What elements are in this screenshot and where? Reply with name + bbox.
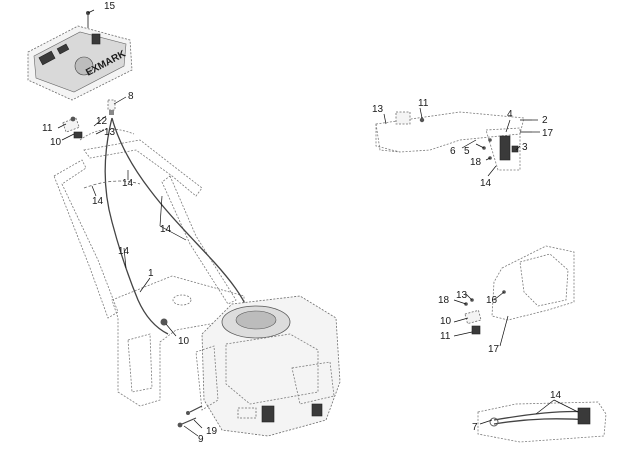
frame-side-plate xyxy=(127,333,153,393)
bracket-plate xyxy=(375,111,525,153)
control-console: EXMARK xyxy=(27,25,133,101)
callout-15: 15 xyxy=(104,1,116,12)
detail-cover-bracket xyxy=(464,245,575,335)
callout-17: 17 xyxy=(488,344,500,355)
detail-control-bracket xyxy=(375,111,532,171)
callout-18: 18 xyxy=(438,295,450,306)
switch-bracket xyxy=(464,309,482,325)
console-logo-emblem xyxy=(74,56,94,76)
bracket-bolt xyxy=(419,117,425,123)
callout-14: 14 xyxy=(550,390,562,401)
callout-11: 11 xyxy=(418,98,429,109)
callout-10: 10 xyxy=(440,316,452,327)
switch-body xyxy=(471,325,481,335)
handle-tube-right xyxy=(161,175,237,305)
callout-11: 11 xyxy=(42,123,53,134)
frame-hole xyxy=(172,294,192,306)
callout-12: 12 xyxy=(96,116,108,127)
console-switch xyxy=(38,50,56,66)
callout-18: 18 xyxy=(470,157,482,168)
cover-inner xyxy=(519,253,569,307)
control-lever-plate xyxy=(485,127,521,171)
fitting-8 xyxy=(107,99,116,115)
engine xyxy=(195,295,341,437)
detail-cable-routing xyxy=(477,401,607,443)
leader-lines xyxy=(57,9,579,437)
throttle-cable xyxy=(111,117,249,311)
callout-19: 19 xyxy=(206,426,218,437)
callout-17: 17 xyxy=(542,128,554,139)
handle-upper-bar xyxy=(79,128,135,141)
callout-3: 3 xyxy=(522,142,528,153)
callout-2: 2 xyxy=(542,115,548,126)
engine-carburetor xyxy=(291,361,335,405)
callout-4: 4 xyxy=(507,109,513,120)
routing-grommet xyxy=(489,417,499,427)
callout-11: 11 xyxy=(440,331,451,342)
console-key-switch xyxy=(91,33,101,45)
callout-14: 14 xyxy=(480,178,492,189)
callout-5: 5 xyxy=(464,146,470,157)
engine-recoil-grill xyxy=(235,310,277,330)
cable-clip-line xyxy=(83,180,141,189)
routing-clamp xyxy=(577,407,591,425)
callout-6: 6 xyxy=(450,146,456,157)
routing-plate xyxy=(477,401,607,443)
routing-cable-b xyxy=(493,418,591,425)
callout-14: 14 xyxy=(118,246,130,257)
callout-9: 9 xyxy=(198,434,204,445)
engine-filter xyxy=(237,407,257,419)
callout-1: 1 xyxy=(148,268,154,279)
engine-cylinder-head xyxy=(225,333,319,405)
handle-crossbar xyxy=(83,139,203,197)
control-cables xyxy=(83,117,249,335)
callout-labels: 15 8 12 13 11 10 14 14 14 14 1 10 19 9 1… xyxy=(42,1,562,445)
callout-10: 10 xyxy=(178,336,190,347)
callout-8: 8 xyxy=(128,91,134,102)
callout-14: 14 xyxy=(160,224,172,235)
frame-bolt xyxy=(160,318,168,326)
control-lever xyxy=(499,135,511,161)
frame-base-plate xyxy=(111,275,245,407)
handle-frame xyxy=(53,128,245,407)
cover-panel xyxy=(491,245,575,321)
callout-14: 14 xyxy=(92,196,104,207)
lever-stop xyxy=(511,145,519,153)
engine-solenoid xyxy=(261,405,275,423)
callout-16: 16 xyxy=(486,295,498,306)
callout-14: 14 xyxy=(122,178,134,189)
bracket-flange xyxy=(375,123,401,153)
console-indicator xyxy=(56,43,70,55)
screw-15 xyxy=(86,11,90,28)
callout-7: 7 xyxy=(472,422,478,433)
bracket-assembly-left xyxy=(62,116,83,139)
callout-13: 13 xyxy=(104,127,116,138)
callout-10: 10 xyxy=(50,137,62,148)
control-cable-b xyxy=(104,117,169,335)
handle-tube-left xyxy=(53,159,119,319)
callout-13: 13 xyxy=(372,104,384,115)
bolts-9-19 xyxy=(177,405,203,428)
bracket-block xyxy=(395,111,411,125)
engine-connector xyxy=(311,403,323,417)
callout-13: 13 xyxy=(456,290,468,301)
